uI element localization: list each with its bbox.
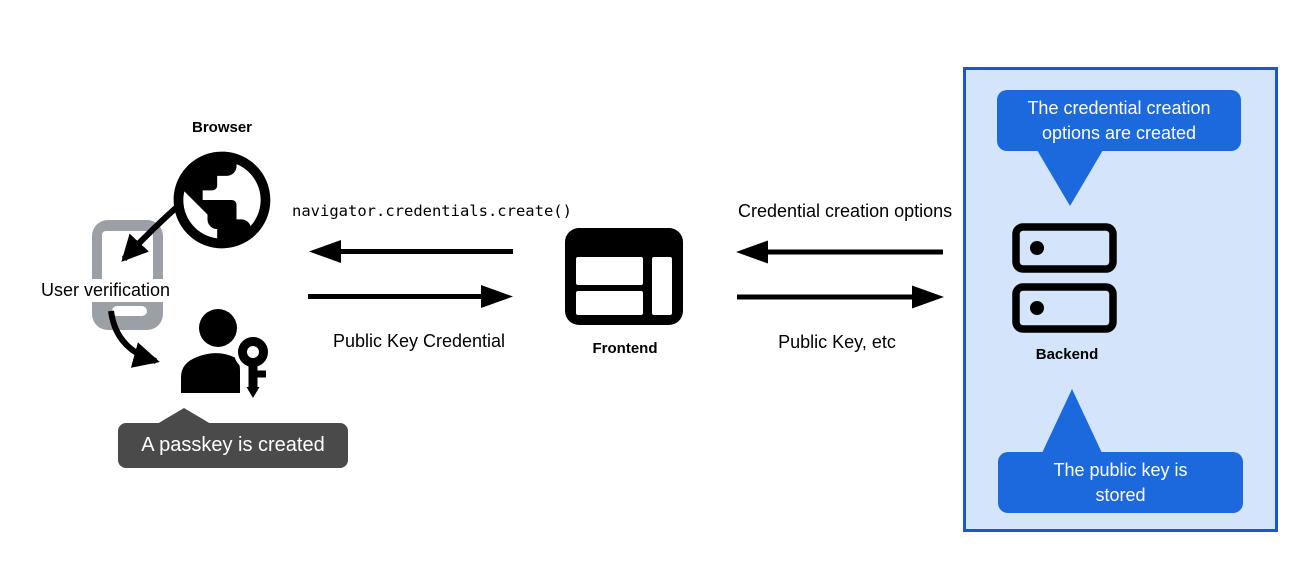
credential-options-callout: The credential creation options are crea… — [997, 90, 1241, 206]
arrow-backend-to-frontend — [736, 240, 943, 264]
globe-icon — [173, 151, 271, 249]
public-key-stored-callout: The public key is stored — [998, 389, 1243, 513]
credential-options-callout-text: The credential creation options are crea… — [1027, 97, 1211, 143]
arrow-browser-to-phone-icon — [121, 203, 180, 262]
backend-label: Backend — [1035, 346, 1099, 363]
arrow-phone-to-user-icon — [108, 310, 160, 368]
user-verification-label: User verification — [38, 279, 174, 302]
frontend-label: Frontend — [592, 340, 658, 357]
browser-window-icon — [565, 228, 683, 325]
create-call-label: navigator.credentials.create() — [292, 202, 572, 220]
passkey-created-tooltip: A passkey is created — [118, 408, 348, 468]
public-key-stored-callout-text: The public key is stored — [1053, 459, 1188, 505]
arrow-frontend-to-backend — [737, 285, 944, 309]
browser-label: Browser — [191, 119, 253, 136]
public-key-credential-label: Public Key Credential — [332, 331, 506, 351]
arrow-browser-to-frontend — [308, 285, 513, 308]
passkey-created-tooltip-text: A passkey is created — [141, 434, 325, 456]
credential-creation-options-label: Credential creation options — [738, 201, 953, 221]
arrow-frontend-to-browser — [309, 240, 513, 263]
user-passkey-icon — [181, 309, 272, 398]
smartphone-icon — [92, 220, 163, 330]
public-key-etc-label: Public Key, etc — [778, 332, 896, 352]
